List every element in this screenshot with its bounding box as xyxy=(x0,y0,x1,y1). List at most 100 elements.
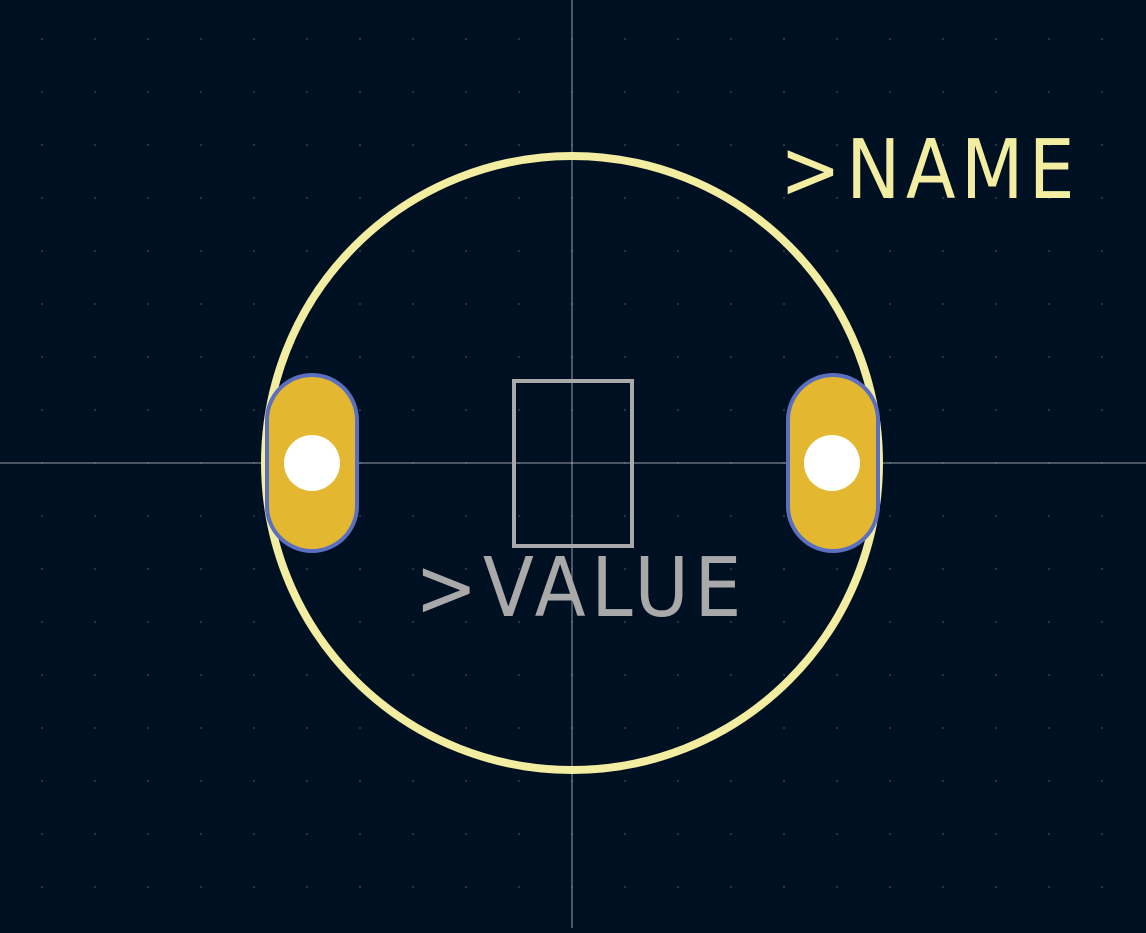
grid-dot xyxy=(41,727,43,729)
grid-dot xyxy=(94,886,96,888)
grid-dot xyxy=(783,144,785,146)
grid-dot xyxy=(730,780,732,782)
grid-dot xyxy=(942,197,944,199)
grid-dot xyxy=(94,515,96,517)
grid-dot xyxy=(836,38,838,40)
grid-dot xyxy=(147,621,149,623)
grid-dot xyxy=(730,568,732,570)
grid-dot xyxy=(518,621,520,623)
grid-dot xyxy=(1048,886,1050,888)
grid-dot xyxy=(889,356,891,358)
grid-dot xyxy=(200,833,202,835)
grid-dot xyxy=(94,780,96,782)
grid-dot xyxy=(783,197,785,199)
grid-dot xyxy=(147,303,149,305)
grid-dot xyxy=(359,886,361,888)
grid-dot xyxy=(783,568,785,570)
grid-dot xyxy=(730,144,732,146)
grid-dot xyxy=(200,144,202,146)
grid-dot xyxy=(253,409,255,411)
grid-dot xyxy=(306,780,308,782)
grid-dot xyxy=(995,197,997,199)
grid-dot xyxy=(200,197,202,199)
grid-dot xyxy=(995,727,997,729)
name-label[interactable]: >NAME xyxy=(780,123,1080,218)
grid-dot xyxy=(94,250,96,252)
grid-dot xyxy=(306,674,308,676)
grid-dot xyxy=(465,356,467,358)
grid-dot xyxy=(942,356,944,358)
grid-dot xyxy=(200,38,202,40)
grid-dot xyxy=(412,833,414,835)
grid-dot xyxy=(359,303,361,305)
grid-dot xyxy=(995,515,997,517)
pad-2[interactable]: 2 xyxy=(786,373,880,553)
grid-dot xyxy=(677,356,679,358)
grid-dot xyxy=(836,780,838,782)
grid-dot xyxy=(200,621,202,623)
grid-dot xyxy=(412,91,414,93)
grid-dot xyxy=(677,674,679,676)
value-label[interactable]: >VALUE xyxy=(415,541,747,636)
grid-dot xyxy=(94,303,96,305)
grid-dot xyxy=(783,674,785,676)
grid-dot xyxy=(677,38,679,40)
grid-dot xyxy=(624,144,626,146)
grid-dot xyxy=(836,356,838,358)
grid-dot xyxy=(677,250,679,252)
grid-dot xyxy=(94,674,96,676)
grid-dot xyxy=(995,674,997,676)
grid-dot xyxy=(253,674,255,676)
grid-dot xyxy=(1101,886,1103,888)
grid-dot xyxy=(995,780,997,782)
grid-dot xyxy=(995,356,997,358)
pad-2-number: 2 xyxy=(801,446,864,480)
grid-dot xyxy=(1101,727,1103,729)
grid-dot xyxy=(306,38,308,40)
grid-dot xyxy=(942,515,944,517)
grid-dot xyxy=(995,621,997,623)
grid-dot xyxy=(677,780,679,782)
grid-dot xyxy=(253,833,255,835)
grid-dot xyxy=(94,621,96,623)
grid-dot xyxy=(836,674,838,676)
grid-dot xyxy=(836,833,838,835)
grid-dot xyxy=(200,780,202,782)
grid-dot xyxy=(147,780,149,782)
grid-dot xyxy=(995,144,997,146)
grid-dot xyxy=(41,197,43,199)
grid-dot xyxy=(889,409,891,411)
grid-dot xyxy=(147,409,149,411)
grid-dot xyxy=(1048,515,1050,517)
grid-dot xyxy=(942,727,944,729)
grid-dot xyxy=(412,674,414,676)
grid-dot xyxy=(359,833,361,835)
grid-dot xyxy=(1048,568,1050,570)
grid-dot xyxy=(995,886,997,888)
grid-dot xyxy=(200,250,202,252)
grid-dot xyxy=(677,409,679,411)
grid-dot xyxy=(624,91,626,93)
grid-dot xyxy=(200,91,202,93)
grid-dot xyxy=(1048,38,1050,40)
grid-dot xyxy=(359,197,361,199)
grid-dot xyxy=(889,674,891,676)
grid-dot xyxy=(465,197,467,199)
grid-dot xyxy=(783,727,785,729)
grid-dot xyxy=(306,886,308,888)
grid-dot xyxy=(147,515,149,517)
grid-dot xyxy=(942,674,944,676)
grid-dot xyxy=(306,568,308,570)
grid-dot xyxy=(306,833,308,835)
grid-dot xyxy=(412,409,414,411)
grid-dot xyxy=(942,38,944,40)
pad-1[interactable]: 1 xyxy=(265,373,359,553)
grid-dot xyxy=(624,886,626,888)
fab-rectangle-outline[interactable] xyxy=(512,379,634,548)
pad-2-drill-hole xyxy=(804,435,860,491)
grid-dot xyxy=(677,621,679,623)
grid-dot xyxy=(200,674,202,676)
grid-dot xyxy=(41,780,43,782)
grid-dot xyxy=(995,250,997,252)
